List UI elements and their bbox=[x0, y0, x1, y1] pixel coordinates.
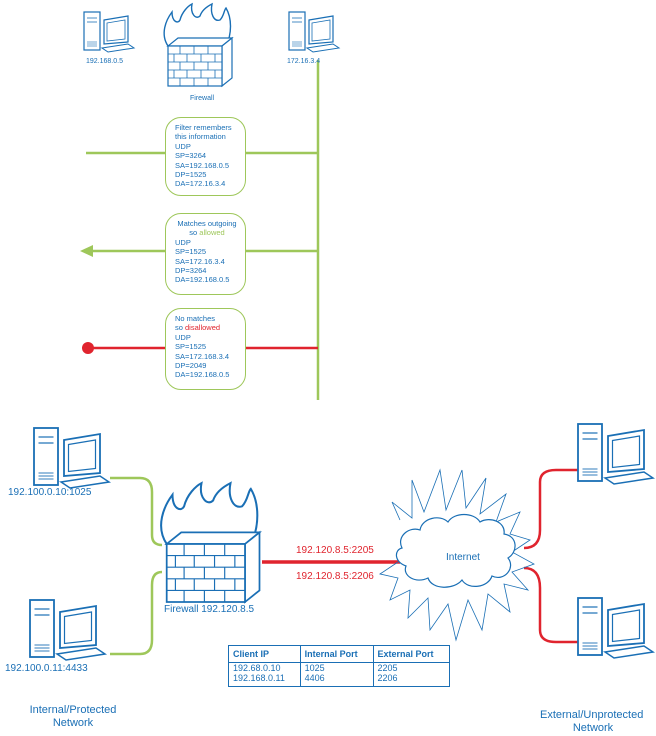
host-left-computer-icon bbox=[83, 11, 135, 53]
bubble2-head1: Matches outgoing bbox=[177, 219, 237, 228]
bubble3-sa: SA=172.168.3.4 bbox=[175, 351, 230, 361]
link-external2 bbox=[523, 566, 580, 644]
bubble3-status-prefix: so bbox=[175, 323, 186, 333]
bubble3-status: so disallowed bbox=[175, 323, 239, 332]
bubble3-proto: UDP bbox=[175, 332, 191, 342]
nat-table-header: Client IP Internal Port External Port bbox=[228, 645, 450, 663]
bubble1-head2: this information bbox=[175, 132, 226, 142]
bubble2-status: so allowed bbox=[175, 228, 239, 237]
external-network-line2: Network bbox=[572, 722, 614, 734]
blocked-dot-icon bbox=[82, 342, 94, 354]
bubble2-dp: DP=3264 bbox=[175, 266, 207, 276]
nat-cell: 192.68.0.10 bbox=[233, 663, 281, 673]
external-network-label: External/Unprotected Network bbox=[540, 709, 656, 735]
bubble2-sp: SP=1525 bbox=[175, 247, 207, 257]
bubble3-da: DA=192.168.0.5 bbox=[175, 370, 230, 380]
link-port-2206: 192.120.8.5:2206 bbox=[296, 571, 374, 582]
bubble1-proto: UDP bbox=[175, 141, 191, 151]
nat-col-external-port: External Port bbox=[372, 645, 450, 663]
firewall-icon-top bbox=[163, 3, 233, 87]
nat-col-client-ip: Client IP bbox=[228, 645, 301, 663]
internal-network-label: Internal/Protected Network bbox=[18, 704, 128, 730]
bubble2-proto: UDP bbox=[175, 237, 191, 247]
table-row: 192.168.0.11 4406 2206 bbox=[229, 673, 450, 687]
firewall-icon-bottom bbox=[160, 482, 261, 604]
bubble1-da: DA=172.16.3.4 bbox=[175, 179, 226, 189]
host-right-computer-icon bbox=[288, 11, 340, 53]
link-external1 bbox=[523, 468, 580, 550]
bubble2-sa: SA=172.16.3.4 bbox=[175, 256, 225, 266]
client2-address: 192.100.0.11:4433 bbox=[5, 663, 88, 674]
bubble3-head1: No matches bbox=[175, 314, 216, 323]
packet-bubble-3: No matches so disallowed UDP SP=1525 SA=… bbox=[165, 308, 246, 390]
bubble3-status-word: disallowed bbox=[185, 323, 221, 333]
firewall-label-top: Firewall bbox=[190, 95, 215, 102]
external-network-line1: External/Unprotected bbox=[540, 709, 644, 721]
bubble3-dp: DP=2049 bbox=[175, 361, 207, 371]
packet-bubble-2: Matches outgoing so allowed UDP SP=1525 … bbox=[165, 213, 246, 295]
nat-cell: 2206 bbox=[372, 673, 450, 687]
arrowhead-icon bbox=[80, 245, 93, 257]
nat-cell: 2205 bbox=[372, 662, 450, 673]
bubble3-sp: SP=1525 bbox=[175, 342, 207, 352]
bubble1-dp: DP=1525 bbox=[175, 170, 207, 180]
client2-computer-icon bbox=[29, 599, 106, 661]
link-client2 bbox=[110, 570, 163, 656]
bubble1-head1: Filter remembers bbox=[175, 123, 232, 132]
bubble1-sp: SP=3264 bbox=[175, 151, 207, 161]
internal-network-line1: Internal/Protected bbox=[29, 704, 117, 716]
nat-cell: 192.168.0.11 bbox=[233, 673, 285, 683]
nat-cell: 4406 bbox=[299, 673, 374, 687]
link-port-2205: 192.120.8.5:2205 bbox=[296, 545, 374, 556]
external1-computer-icon bbox=[577, 423, 654, 485]
firewall-label-bottom: Firewall 192.120.8.5 bbox=[164, 604, 255, 615]
bubble2-da: DA=192.168.0.5 bbox=[175, 275, 230, 285]
packet-bubble-1: Filter remembers this information UDP SP… bbox=[165, 117, 246, 196]
table-row: 192.68.0.10 1025 2205 bbox=[229, 662, 450, 673]
client1-address: 192.100.0.10:1025 bbox=[8, 487, 92, 498]
internal-network-line2: Network bbox=[52, 717, 94, 729]
bubble2-status-word: allowed bbox=[199, 228, 225, 238]
nat-col-internal-port: Internal Port bbox=[299, 645, 374, 663]
link-client1 bbox=[110, 476, 163, 547]
bubble1-sa: SA=192.168.0.5 bbox=[175, 160, 230, 170]
external2-computer-icon bbox=[577, 597, 654, 659]
internet-label: Internet bbox=[446, 552, 480, 563]
nat-table: Client IP Internal Port External Port 19… bbox=[228, 645, 450, 687]
host-left-ip: 192.168.0.5 bbox=[86, 58, 123, 65]
nat-cell: 1025 bbox=[299, 662, 374, 673]
host-right-ip: 172.16.3.4 bbox=[287, 58, 321, 65]
bubble2-status-prefix: so bbox=[189, 228, 200, 238]
internet-cloud-icon bbox=[378, 468, 535, 642]
client1-computer-icon bbox=[33, 427, 110, 489]
